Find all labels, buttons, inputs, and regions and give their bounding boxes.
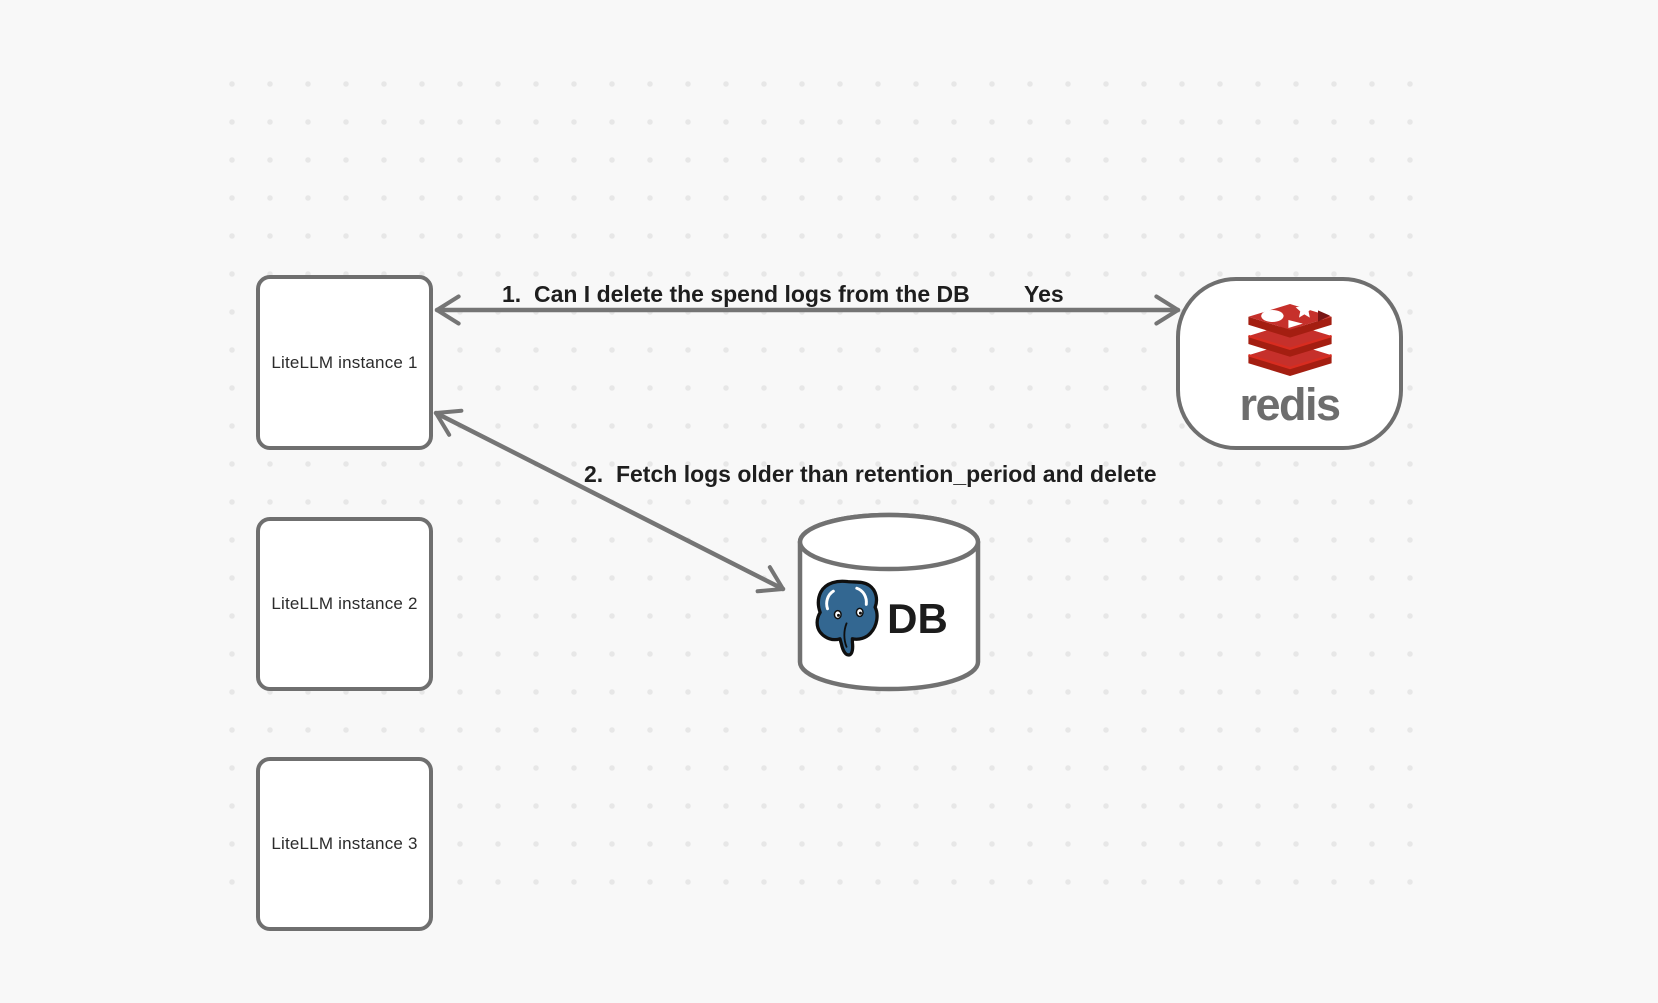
- arrow-2-label: 2. Fetch logs older than retention_perio…: [584, 461, 1157, 487]
- redis-logo-icon: [1247, 304, 1332, 376]
- arrow-instance1-db: [433, 408, 786, 594]
- litellm-instance-2-node: LiteLLM instance 2: [256, 517, 433, 691]
- arrow-1-label: 1. Can I delete the spend logs from the …: [502, 281, 970, 307]
- arrow-1-response-label: Yes: [1024, 281, 1064, 307]
- db-label: DB: [887, 595, 948, 642]
- redis-wordmark: redis: [1239, 379, 1341, 430]
- database-node: DB: [797, 512, 981, 694]
- postgresql-elephant-icon: [815, 579, 879, 657]
- litellm-instance-1-label: LiteLLM instance 1: [271, 352, 418, 372]
- litellm-instance-2-label: LiteLLM instance 2: [271, 594, 418, 613]
- litellm-instance-3-node: LiteLLM instance 3: [256, 757, 433, 931]
- litellm-instance-1-node: LiteLLM instance 1: [256, 275, 433, 450]
- litellm-instance-3-label: LiteLLM instance 3: [271, 834, 418, 853]
- redis-node: redis: [1176, 277, 1403, 450]
